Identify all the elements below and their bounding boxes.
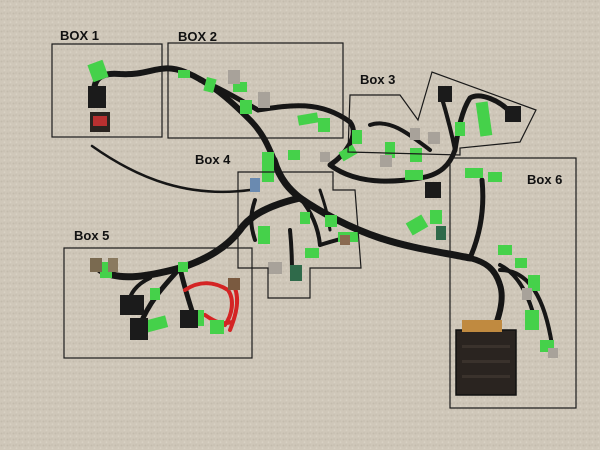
box-4-label: Box 4 (195, 152, 231, 167)
box-1-label: BOX 1 (60, 28, 99, 43)
green-tape-labels (87, 59, 554, 352)
connectors (88, 86, 521, 340)
box-5-label: Box 5 (74, 228, 109, 243)
box-2-outline (167, 42, 344, 139)
box-2-label: BOX 2 (178, 29, 217, 44)
ecu-module (455, 320, 517, 396)
box-6-outline (449, 157, 577, 409)
outline-boxes (51, 42, 577, 409)
box-3-outline (347, 71, 537, 156)
box-3-label: Box 3 (360, 72, 395, 87)
box-5-outline (63, 247, 253, 359)
box-1-outline (51, 43, 163, 138)
box-6-label: Box 6 (527, 172, 562, 187)
box-4-outline (237, 171, 362, 299)
grey-connectors (228, 70, 558, 358)
